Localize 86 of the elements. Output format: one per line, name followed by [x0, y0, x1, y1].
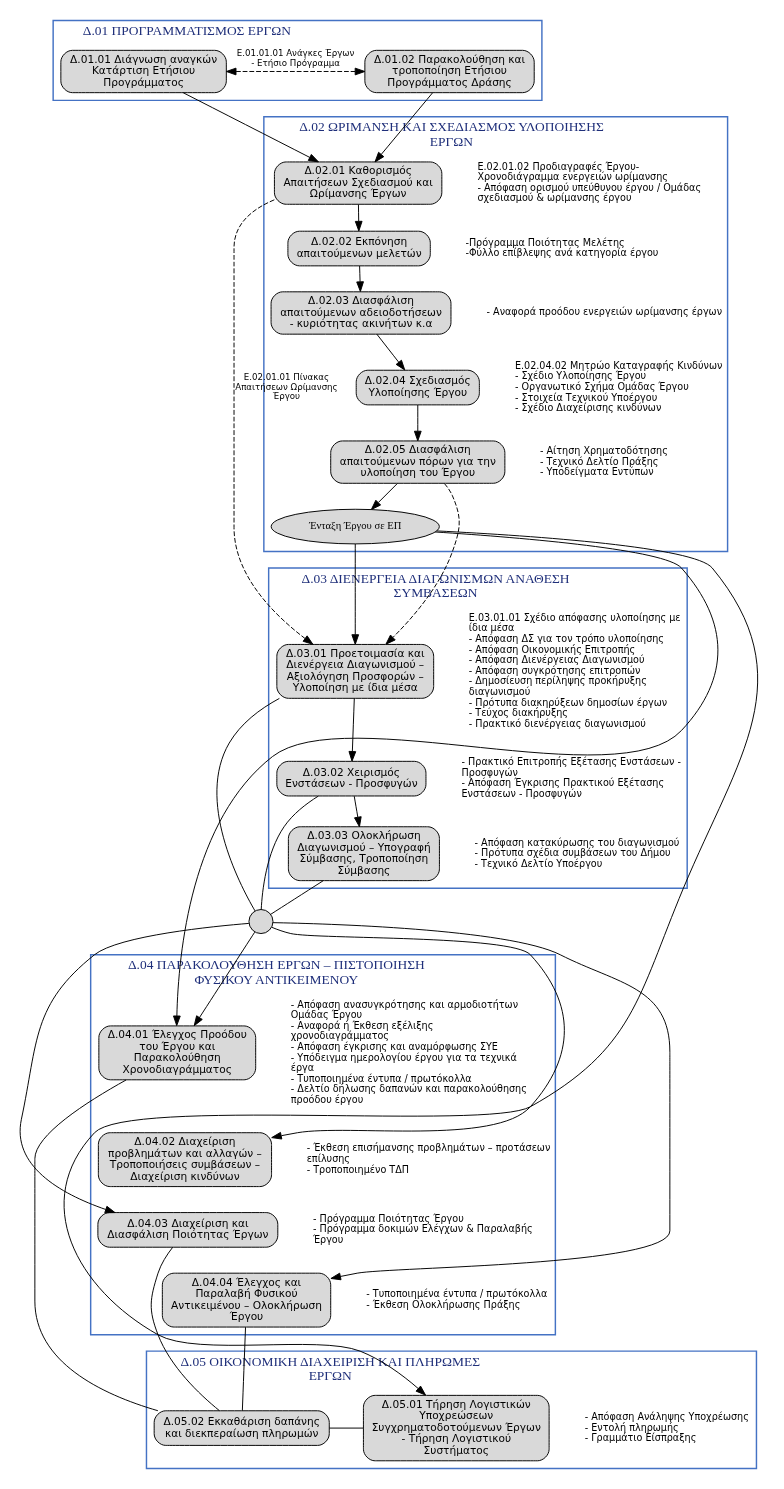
node-label: - Στοιχεία Τεχνικού Υποέργου [514, 391, 658, 403]
arrow [370, 483, 398, 510]
node-label: - Απόφαση ΔΣ για τον τρόπο υλοποίησης [468, 633, 665, 645]
node-label: - Πρόγραμμα Ποιότητας Έργου [312, 1212, 464, 1224]
node-box: Δ.03.01 Προετοιμασία και Διενέργεια Διαγωνισμού – Αξιολόγηση Προσφορών – Υλοποίηση με ίδια μέσα [276, 643, 435, 699]
node-label: - Απόφαση Έγκρισης Πρακτικού Εξέτασης Ενστάσεων - Προσφυγών [461, 777, 665, 799]
node-circle [248, 909, 274, 935]
arrow [356, 265, 364, 292]
arrow [225, 67, 366, 76]
node-box: Δ.01.01 Διάγνωση αναγκών Κατάρτιση Ετήσιου Προγράμματος [60, 49, 227, 94]
arrow [354, 204, 363, 232]
connector [260, 795, 319, 910]
node-label: - Τεχνικό Δελτίο Πράξης [539, 455, 659, 467]
node-label: - Πρόγραμμα δοκιμών Ελέγχων & Παραλαβής Έργου [312, 1223, 533, 1245]
arrow [233, 199, 314, 645]
node-label: Ε.02.01.02 Προδιαγραφές Έργου- Χρονοδιάγραμμα ενεργειών ωρίμανσης [477, 160, 668, 183]
node-box: Δ.02.01 Καθορισμός Απαιτήσεων Σχεδιασμού και Ωρίμανσης Έργων [273, 161, 443, 205]
node-box: Δ.04.03 Διαχείριση και Διασφάλιση Ποιότητας Έργων [97, 1212, 279, 1248]
connector [328, 1427, 364, 1429]
node-label: Ε.03.01.01 Σχέδιο απόφασης υλοποίησης με ίδια μέσα [468, 611, 681, 634]
arrow [353, 795, 362, 828]
node-label: - Εντολή πληρωμής [584, 1421, 679, 1433]
arrow [173, 531, 719, 1027]
connector [216, 697, 280, 912]
arrow [271, 926, 565, 1140]
node-label: -Φύλλο επίβλεψης ανά κατηγορία έργου [465, 247, 659, 259]
node-box: Δ.04.04 Έλεγχος και Παραλαβή Φυσικού Αντικειμένου – Ολοκλήρωση Έργου [161, 1272, 332, 1328]
arrow [348, 697, 357, 762]
node-label: -Πρόγραμμα Ποιότητας Μελέτης [465, 236, 625, 248]
arrow [272, 922, 671, 1281]
connector [241, 1326, 246, 1412]
arrow [374, 92, 434, 163]
node-label: - Απόφαση Οικονομικής Επιτροπής [468, 643, 636, 655]
node-label: - Σχέδιο Διαχείρισης κινδύνων [514, 402, 662, 414]
connector [34, 1079, 159, 1412]
node-box: Δ.04.01 Έλεγχος Προόδου του Έργου και Παρακολούθηση Χρονοδιαγράμματος [98, 1025, 257, 1081]
node-label: - Απόφαση ορισμού υπεύθυνου έργου / Ομάδας σχεδιασμού & ωρίμανσης έργου [477, 181, 702, 204]
node-label: - Υποδείγματα Εντύπων [539, 466, 654, 478]
node-box: Δ.03.02 Χειρισμός Ενστάσεων - Προσφυγών [276, 760, 427, 797]
node-label: - Πρακτικό διενέργειας διαγωνισμού [468, 717, 646, 729]
node-label: - Δελτίο δήλωσης δαπανών και παρακολούθησης προόδου έργου [290, 1083, 527, 1105]
arrow [385, 483, 460, 645]
node-label: - Οργανωτικό Σχήμα Ομάδας Έργου [514, 380, 689, 392]
node-label: - Πρακτικό Επιτροπής Εξέτασης Ενστάσεων - Προσφυγών [461, 756, 681, 778]
arrow [351, 543, 360, 645]
node-label: - Σχέδιο Υλοποίησης Έργου [514, 370, 647, 382]
node-label: - Απόφαση Διενέργειας Διαγωνισμού [468, 654, 645, 666]
node-label: - Απόφαση συγκρότησης επιτροπών [468, 664, 641, 676]
node-label: - Πρότυπα σχέδια συμβάσεων του Δήμου [474, 847, 671, 859]
arrow [63, 530, 758, 1396]
edge-label: Ε.01.01.01 Ανάγκες Έργων - Ετήσιο Πρόγραμμα [236, 48, 355, 68]
node-label: - Απόφαση ανασυγκρότησης και αρμοδιοτήτων Ομάδας Έργου [290, 998, 519, 1021]
connector [150, 1246, 220, 1412]
node-box: Δ.02.03 Διασφάλιση απαιτούμενων αδειοδοτήσεων - κυριότητας ακινήτων κ.α [270, 291, 452, 335]
node-label: - Αναφορά προόδου ενεργειών ωρίμανσης έργων [486, 306, 723, 318]
node-box: Δ.02.02 Εκπόνηση απαιτούμενων μελετών [287, 230, 431, 267]
arrow [413, 404, 422, 442]
node-box: Δ.02.04 Σχεδιασμός Υλοποίησης Έργου [355, 369, 480, 406]
arrow [376, 333, 406, 371]
node-label: - Απόφαση Ανάληψης Υποχρέωσης [584, 1410, 749, 1422]
node-label: - Τεχνικό Δελτίο Υποέργου [474, 857, 603, 869]
node-label: - Υπόδειγμα ημερολογίου έργου για τα τεχνικά έργα [290, 1051, 517, 1074]
node-label: Ε.02.04.02 Μητρώο Καταγραφής Κινδύνων [514, 359, 723, 371]
node-label: - Πρότυπα διακηρύξεων δημοσίων έργων [468, 696, 668, 708]
node-box: Δ.01.02 Παρακολούθηση και τροποποίηση Ετήσιου Προγράμματος Δράσης [364, 49, 535, 94]
node-label: - Γραμμάτιο Είσπραξης [584, 1432, 697, 1444]
node-label: - Αναφορά ή Έκθεση εξέλιξης χρονοδιαγράμματος [290, 1019, 434, 1042]
node-label: - Τυποποιημένα έντυπα / πρωτόκολλα [290, 1072, 472, 1084]
node-label: - Έκθεση επισήμανσης προβλημάτων – προτάσεων επίλυσης [306, 1142, 551, 1165]
node-label: - Δημοσίευση περίληψης προκήρυξης διαγωνισμού [468, 675, 647, 697]
node-box: Δ.05.02 Εκκαθάριση δαπάνης και διεκπεραίωση πληρωμών [153, 1410, 330, 1446]
node-label: - Έκθεση Ολοκλήρωσης Πράξης [366, 1298, 521, 1310]
arrow [182, 92, 319, 163]
node-box: Δ.05.01 Τήρηση Λογιστικών Υποχρεώσεων Συγχρηματοδοτούμενων Έργων - Τήρηση Λογιστικού Συστήματος [362, 1394, 550, 1462]
node-label: - Τροποποιημένο ΤΔΠ [306, 1163, 409, 1175]
connector [270, 880, 324, 915]
node-box: Δ.03.03 Ολοκλήρωση Διαγωνισμού – Υπογραφή Σύμβασης, Τροποποίηση Σύμβασης [287, 826, 440, 882]
node-box: Δ.02.05 Διασφάλιση απαιτούμενων πόρων για την υλοποίηση του Έργου [330, 440, 506, 484]
node-label: - Αίτηση Χρηματοδότησης [539, 444, 668, 456]
node-label: - Απόφαση έγκρισης και αναμόρφωσης ΣΥΕ [290, 1040, 498, 1052]
node-label: - Τυποποιημένα έντυπα / πρωτόκολλα [366, 1288, 548, 1300]
node-label: - Απόφαση κατακύρωσης του διαγωνισμού [474, 836, 680, 848]
arrow [19, 922, 250, 1214]
node-ellipse: Ένταξη Έργου σε ΕΠ [270, 508, 440, 545]
node-box: Δ.04.02 Διαχείριση προβλημάτων και αλλαγών – Τροποποιήσεις συμβάσεων – Διαχείριση κινδύνων [97, 1132, 273, 1188]
node-label: - Τεύχος διακήρυξης [468, 707, 569, 719]
